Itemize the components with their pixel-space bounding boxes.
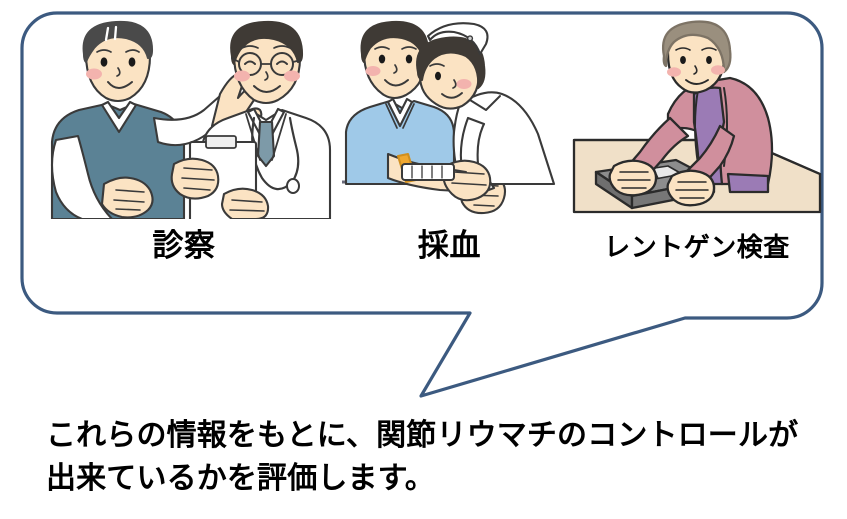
panel-label-examination: 診察 [152,228,216,263]
caption-line-2: 出来ているかを評価します。 [46,462,435,495]
doctor-and-patient-icon [50,20,332,219]
caption-line-1: これらの情報をもとに、関節リウマチのコントロールが [46,419,799,452]
xray-examination-icon [572,20,822,214]
caption-text: これらの情報をもとに、関節リウマチのコントロールが 出来ているかを評価します。 [46,414,836,500]
nurse-blood-draw-icon [342,20,556,215]
illustration-panels: 診察 [24,14,822,314]
panel-label-bloodtest: 採血 [417,228,482,263]
panel-label-xray: レントゲン検査 [604,232,790,262]
